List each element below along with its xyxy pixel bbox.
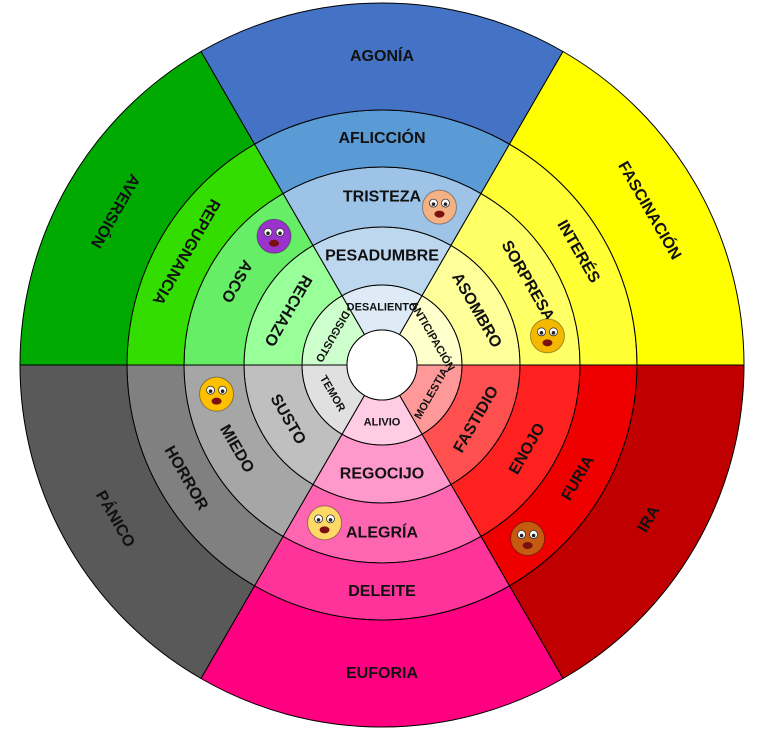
sad-face-icon xyxy=(421,189,457,225)
label-sadness-0: DESALIENTO xyxy=(347,302,418,314)
label-sadness-3: AFLICCIÓN xyxy=(338,128,425,147)
scared-face-icon xyxy=(199,376,235,412)
label-joy-0: ALIVIO xyxy=(364,417,401,429)
sick-face-icon xyxy=(256,218,292,254)
label-joy-4: EUFORIA xyxy=(346,665,418,682)
label-joy-1: REGOCIJO xyxy=(340,466,424,483)
wedge-disgust-4 xyxy=(19,50,256,366)
label-joy-2: ALEGRÍA xyxy=(346,523,418,542)
wheel-center-hole xyxy=(346,329,418,401)
emotion-wedges xyxy=(19,2,745,728)
label-sadness-1: PESADUMBRE xyxy=(325,248,439,265)
emotion-emojis xyxy=(199,189,565,557)
label-sadness-2: TRISTEZA xyxy=(343,189,422,206)
label-joy-3: DELEITE xyxy=(348,583,416,600)
surprised-face-icon xyxy=(529,318,565,354)
label-sadness-4: AGONÍA xyxy=(350,46,414,65)
laughing-face-icon xyxy=(307,505,343,541)
angry-face-icon xyxy=(510,521,546,557)
